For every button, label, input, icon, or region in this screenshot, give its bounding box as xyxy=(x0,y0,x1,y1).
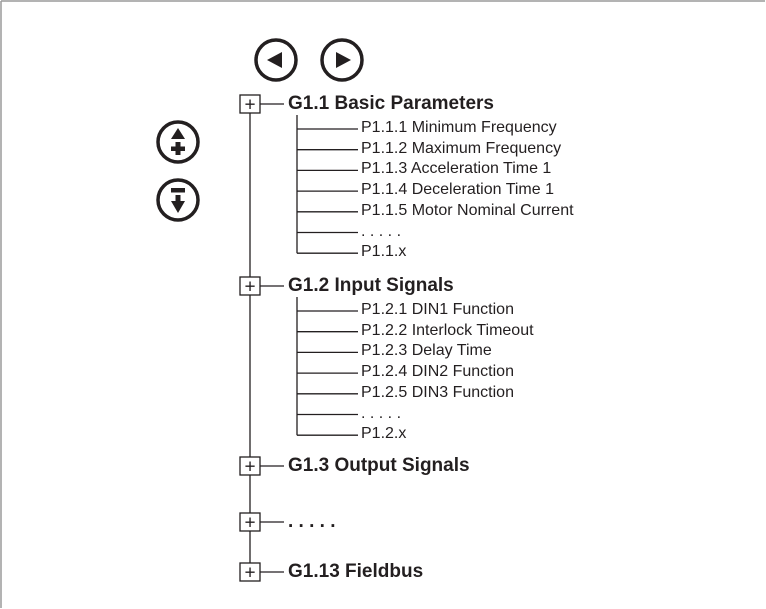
left-triangle-icon xyxy=(267,52,282,68)
nav-up-plus-button[interactable] xyxy=(156,120,200,164)
group-label: G1.2 Input Signals xyxy=(288,275,454,296)
parameter-label: . . . . . xyxy=(361,222,402,240)
nav-left-button[interactable] xyxy=(254,38,298,82)
parameter-label: P1.2.2 Interlock Timeout xyxy=(361,321,534,339)
plus-icon: + xyxy=(244,513,255,534)
plus-horizontal-bar xyxy=(171,146,185,151)
parameter-label: P1.2.3 Delay Time xyxy=(361,342,492,360)
up-triangle-icon xyxy=(171,128,185,139)
parameter-label: P1.2.1 DIN1 Function xyxy=(361,301,514,318)
minus-bar xyxy=(171,188,185,193)
group-label: G1.1 Basic Parameters xyxy=(288,93,494,114)
parameter-label: P1.1.5 Motor Nominal Current xyxy=(361,201,574,219)
parameter-label: P1.1.x xyxy=(361,243,407,261)
down-triangle-icon xyxy=(171,201,185,213)
parameter-label: . . . . . xyxy=(361,404,402,422)
right-triangle-icon xyxy=(336,52,351,68)
parameter-label: P1.1.4 Deceleration Time 1 xyxy=(361,181,554,199)
parameter-label: P1.1.1 Minimum Frequency xyxy=(361,119,557,136)
expand-group-button[interactable]: + xyxy=(239,456,261,478)
expand-group-button[interactable]: + xyxy=(239,276,261,298)
plus-icon: + xyxy=(244,95,255,116)
expand-group-button[interactable]: + xyxy=(239,562,261,584)
nav-down-minus-button[interactable] xyxy=(156,178,200,222)
expand-group-button[interactable]: + xyxy=(239,94,261,116)
parameter-label: P1.2.4 DIN2 Function xyxy=(361,363,514,381)
group-label: G1.13 Fieldbus xyxy=(288,561,424,582)
parameter-label: P1.1.2 Maximum Frequency xyxy=(361,139,562,157)
plus-icon: + xyxy=(244,457,255,478)
group-label: . . . . . xyxy=(288,511,336,532)
parameter-label: P1.2.x xyxy=(361,425,407,443)
parameter-label: P1.2.5 DIN3 Function xyxy=(361,383,514,401)
plus-icon: + xyxy=(244,277,255,298)
nav-right-button[interactable] xyxy=(320,38,364,82)
parameter-label: P1.1.3 Acceleration Time 1 xyxy=(361,160,552,178)
down-arrow-stem xyxy=(175,195,181,203)
plus-icon: + xyxy=(244,563,255,584)
group-label: G1.3 Output Signals xyxy=(288,455,470,476)
expand-group-button[interactable]: + xyxy=(239,512,261,534)
